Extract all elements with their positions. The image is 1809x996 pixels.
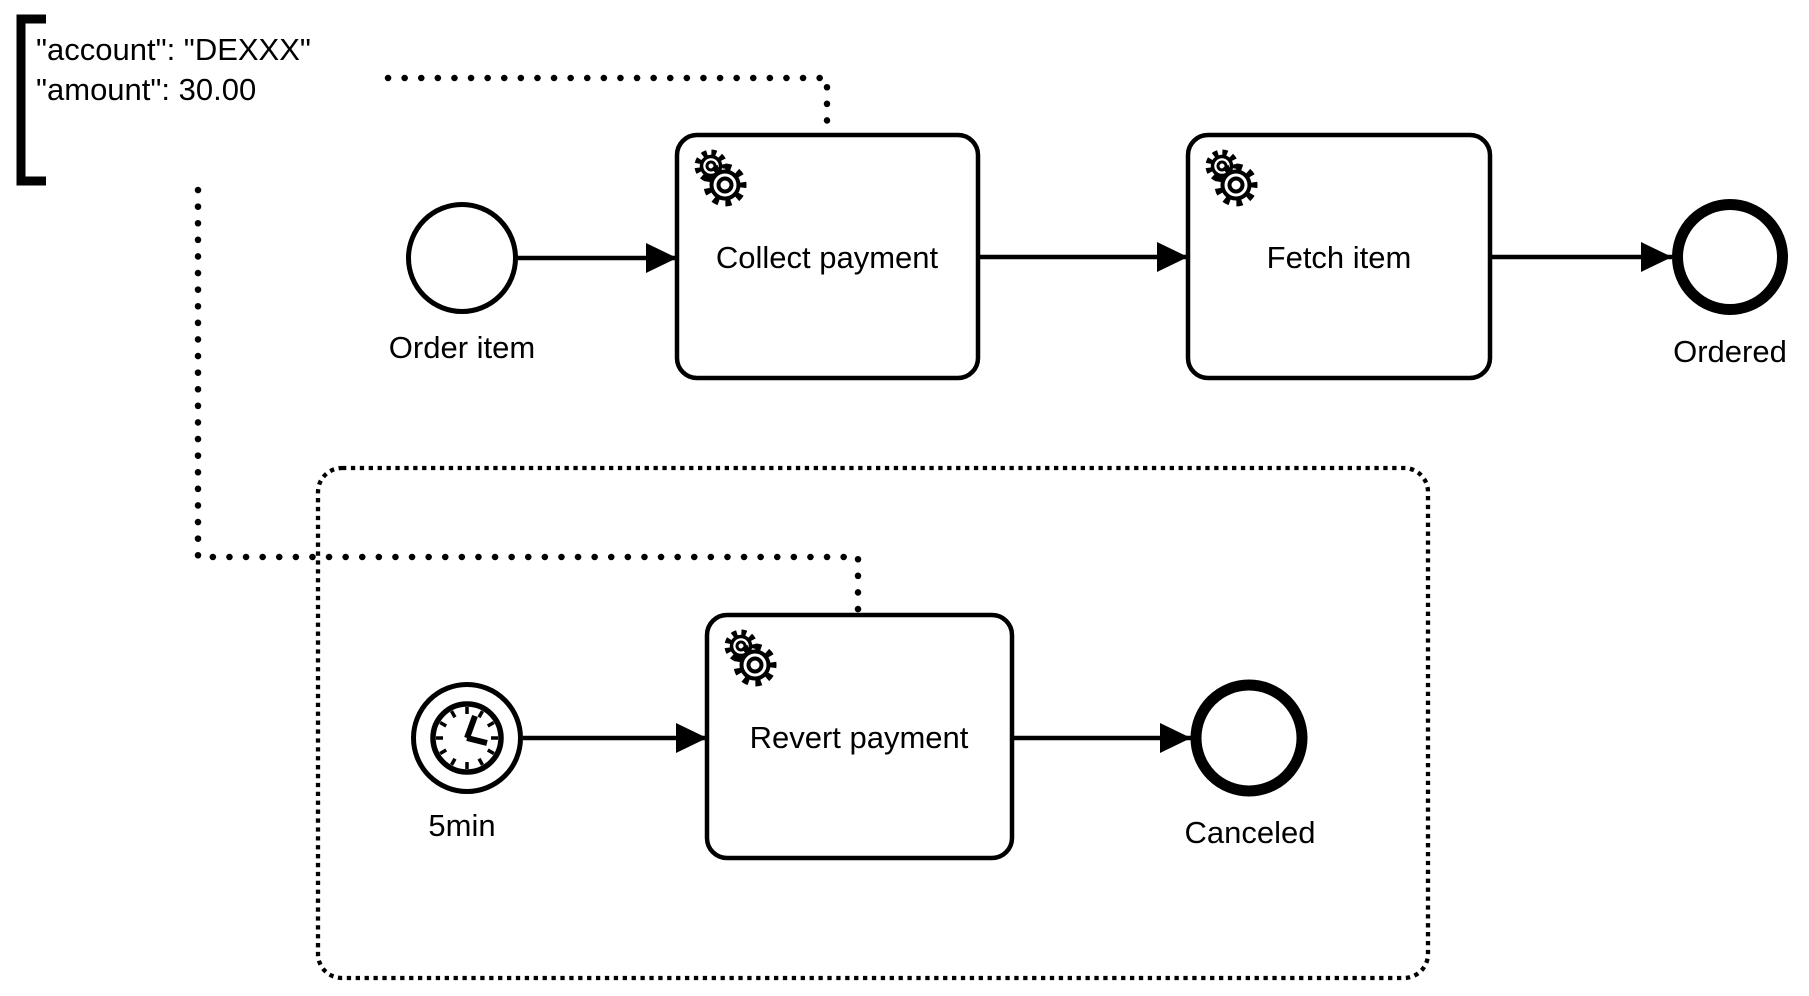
task-fetch-item: Fetch item <box>1185 132 1493 381</box>
task-label: Collect payment <box>716 240 939 275</box>
text-annotation: "account": "DEXXX" "amount": 30.00 <box>16 14 311 186</box>
end-event-canceled: Canceled <box>1185 679 1316 850</box>
event-subprocess-border <box>315 465 1431 981</box>
end-event-circle <box>1190 679 1308 797</box>
timer-event-label: 5min <box>428 808 495 843</box>
association-annotation-to-collect-payment <box>384 74 831 139</box>
end-event-label: Canceled <box>1185 815 1316 850</box>
end-event-circle <box>1672 199 1788 315</box>
task-collect-payment: Collect payment <box>674 132 981 381</box>
end-event-ordered: Ordered <box>1672 199 1788 369</box>
start-event-label: Order item <box>389 330 535 365</box>
association-annotation-to-revert-payment <box>194 186 862 618</box>
task-label: Fetch item <box>1267 240 1412 275</box>
annotation-bracket <box>16 14 46 186</box>
start-event-order-item: Order item <box>389 202 535 365</box>
end-event-label: Ordered <box>1673 334 1787 369</box>
task-label: Revert payment <box>750 720 969 755</box>
clock-hour-hand <box>464 714 478 740</box>
clock-minute-hand <box>466 735 488 746</box>
timer-start-event-5min: 5min <box>411 682 523 843</box>
start-event-circle <box>406 202 518 314</box>
annotation-line-1: "account": "DEXXX" <box>36 32 311 67</box>
task-revert-payment: Revert payment <box>704 612 1015 861</box>
timer-clock-icon <box>430 701 504 775</box>
annotation-line-2: "amount": 30.00 <box>36 72 256 107</box>
